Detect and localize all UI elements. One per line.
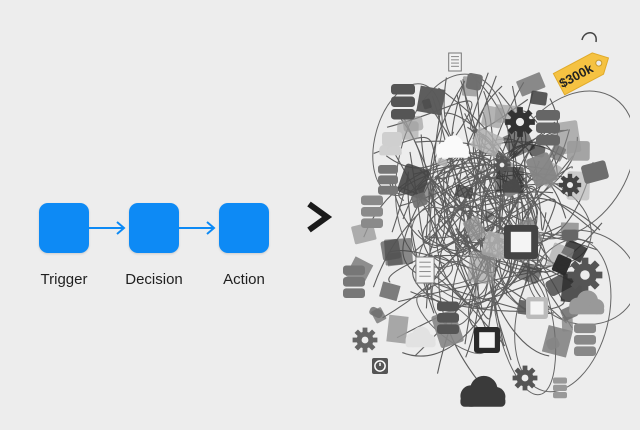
- database-icon: [378, 165, 398, 195]
- tangle-block: [396, 120, 419, 140]
- chat-icon: [382, 132, 402, 151]
- tangle-block: [581, 160, 609, 184]
- flow-label-trigger: Trigger: [40, 271, 88, 288]
- tangle-block: [470, 126, 504, 158]
- tangle-block: [467, 251, 497, 285]
- database-icon: [553, 377, 567, 399]
- tangle-block: [384, 237, 413, 266]
- document-icon: [415, 256, 435, 284]
- tangle-loop: [514, 238, 612, 393]
- cloud-icon: [436, 135, 469, 158]
- tangle-line: [363, 157, 492, 238]
- gear-icon: [505, 107, 535, 137]
- tangle-block: [454, 184, 474, 200]
- tangle-block: [518, 262, 542, 284]
- tangle-block: [465, 72, 483, 91]
- tangle-block: [481, 230, 509, 260]
- database-icon: [343, 265, 365, 299]
- tangle-line: [398, 164, 457, 202]
- tangle-block: [422, 98, 432, 110]
- tangle-block: [502, 127, 535, 159]
- cloud-icon: [569, 290, 605, 315]
- monitor-icon: [504, 225, 538, 259]
- database-icon: [536, 110, 560, 146]
- flow-label-action: Action: [223, 271, 265, 288]
- flow-label-decision: Decision: [125, 271, 183, 288]
- database-icon: [574, 323, 596, 357]
- tangle-line: [383, 134, 497, 320]
- tangle-block: [371, 307, 387, 324]
- flow-node-action: [219, 203, 269, 253]
- tangle-block: [566, 140, 590, 161]
- document-icon: [448, 52, 462, 72]
- tangle-line: [443, 77, 493, 200]
- greater-than-icon: [307, 201, 333, 233]
- tangle-block: [462, 215, 487, 242]
- price-tag: $300k: [552, 32, 610, 96]
- tangle-block: [516, 72, 546, 97]
- tangle-block: [416, 85, 446, 116]
- gear-icon: [493, 156, 511, 174]
- tangle-block: [397, 163, 431, 199]
- tangle-block: [379, 281, 401, 301]
- tangle-line: [423, 255, 453, 291]
- tangle-block: [561, 238, 588, 263]
- tangle-block: [526, 152, 558, 187]
- monitor-icon: [526, 297, 548, 319]
- gear-icon: [567, 257, 603, 293]
- tangle-line: [456, 94, 483, 310]
- gear-icon: [558, 173, 582, 197]
- tangle-block: [484, 210, 495, 221]
- tangle-block: [437, 158, 448, 167]
- cloud-icon: [405, 326, 436, 348]
- gear-icon: [352, 327, 378, 353]
- clock-icon: [372, 358, 388, 374]
- cloud-icon: [460, 375, 506, 407]
- tangle-line: [390, 75, 480, 247]
- tangle-line: [373, 136, 474, 256]
- monitor-icon: [474, 327, 500, 353]
- chat-icon: [562, 229, 578, 245]
- arrow-icon: [89, 221, 126, 235]
- flow-node-decision: [129, 203, 179, 253]
- tangle-block: [411, 192, 428, 209]
- database-icon: [391, 84, 415, 120]
- database-icon: [437, 301, 459, 335]
- tangle-block: [548, 143, 567, 162]
- tangle-block: [551, 254, 572, 276]
- tangle-block: [529, 90, 548, 106]
- arrow-icon: [179, 221, 216, 235]
- database-icon: [361, 195, 383, 229]
- chaos-tangle: [343, 52, 630, 407]
- tangle-block: [561, 316, 574, 332]
- gear-icon: [512, 365, 538, 391]
- flow-node-trigger: [39, 203, 89, 253]
- tangle-line: [410, 291, 565, 312]
- tangle-line: [435, 231, 513, 309]
- tangle-line: [483, 262, 564, 300]
- tangle-block: [386, 314, 409, 344]
- tangle-block: [546, 337, 560, 351]
